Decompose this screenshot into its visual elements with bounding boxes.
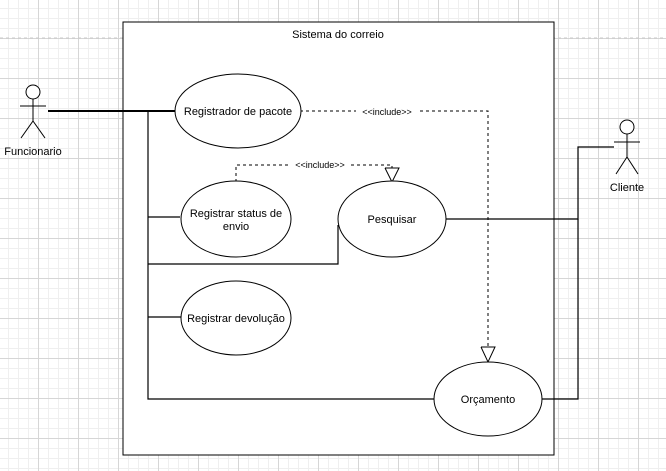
use-case-registrar-devolucao[interactable]: Registrar devolução [180, 280, 292, 356]
include-status-pesquisar[interactable]: <<include>> [235, 160, 400, 184]
use-case-registrar-status[interactable]: Registrar status de envio [180, 180, 292, 258]
funcionario-associations [48, 110, 434, 400]
use-case-label-line1: Registrar status de [190, 208, 282, 220]
stick-figure-icon [25, 84, 41, 100]
assoc-cliente-pesquisar [446, 146, 614, 220]
actor-label-cliente: Cliente [610, 182, 644, 194]
include-registrador-orcamento[interactable]: <<include>> [300, 106, 496, 364]
use-case-label: Registrar devolução [187, 313, 285, 325]
include-arrowhead [480, 346, 496, 364]
assoc-func-orcamento [147, 111, 434, 400]
include-label-2: <<include>> [295, 160, 345, 170]
assoc-cliente-orcamento [542, 219, 579, 400]
use-case-label: Registrador de pacote [184, 106, 292, 118]
actor-cliente[interactable] [614, 119, 640, 175]
include-label-bg [356, 106, 418, 117]
include-label-1: <<include>> [362, 107, 412, 117]
cliente-associations [446, 146, 614, 400]
stick-figure-icon [619, 119, 635, 135]
use-case-pesquisar[interactable]: Pesquisar [337, 180, 447, 258]
include-arrowhead [384, 167, 400, 184]
use-case-label: Pesquisar [368, 214, 417, 226]
use-case-registrador-pacote[interactable]: Registrador de pacote [174, 73, 302, 149]
use-case-orcamento[interactable]: Orçamento [433, 361, 543, 437]
actor-label-funcionario: Funcionario [4, 146, 61, 158]
use-case-label: Orçamento [461, 394, 515, 406]
use-case-label-line2: envio [223, 221, 249, 233]
assoc-func-pesquisar [148, 225, 339, 265]
include-label-bg [290, 160, 350, 170]
system-title: Sistema do correio [292, 29, 384, 41]
actor-funcionario[interactable] [20, 84, 46, 139]
